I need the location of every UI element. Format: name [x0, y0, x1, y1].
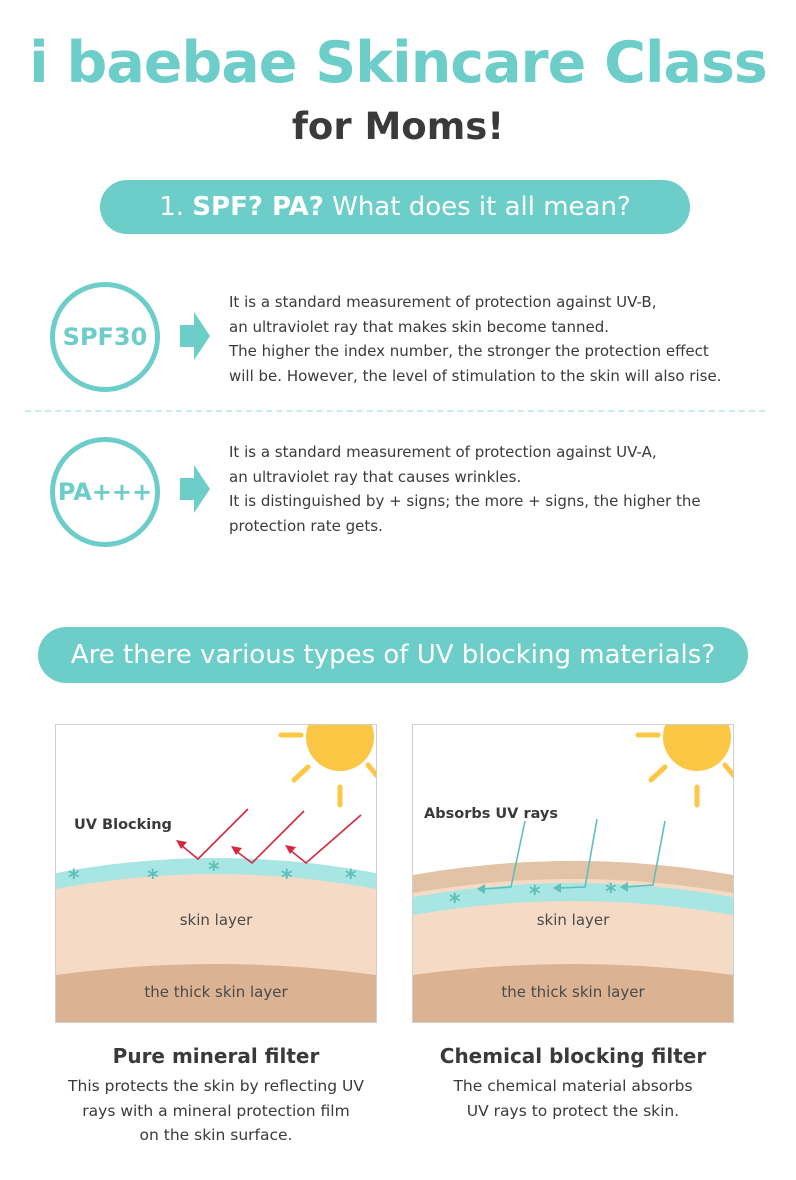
pa-badge: PA+++: [50, 437, 160, 547]
chemical-filter-title: Chemical blocking filter: [439, 1044, 707, 1068]
svg-text:*: *: [147, 866, 159, 891]
spf-line: will be. However, the level of stimulati…: [229, 366, 722, 385]
absorbing-particle-icon: * * *: [449, 880, 617, 915]
mineral-filter-description: This protects the skin by reflecting UV …: [55, 1074, 377, 1148]
spf-line: an ultraviolet ray that makes skin becom…: [229, 317, 609, 336]
chemical-desc-line: The chemical material absorbs: [453, 1077, 693, 1095]
svg-text:*: *: [345, 866, 357, 891]
mineral-filter-title: Pure mineral filter: [112, 1044, 320, 1068]
spf-badge: SPF30: [50, 282, 160, 392]
spf-line: It is a standard measurement of protecti…: [229, 293, 657, 311]
thick-skin-layer-label: the thick skin layer: [501, 983, 645, 1001]
skin-layer-label: skin layer: [180, 911, 253, 929]
reflected-ray-icon: [180, 808, 362, 865]
svg-text:*: *: [605, 880, 617, 905]
pa-description: It is a standard measurement of protecti…: [229, 440, 701, 538]
svg-text:*: *: [208, 858, 220, 883]
pa-line: It is a standard measurement of protecti…: [229, 443, 657, 461]
pa-line: It is distinguished by + signs; the more…: [229, 492, 701, 510]
skin-layer-label: skin layer: [537, 911, 610, 929]
pa-line: an ultraviolet ray that causes wrinkles.: [229, 467, 522, 486]
svg-text:*: *: [529, 882, 541, 907]
spf-description: It is a standard measurement of protecti…: [229, 290, 721, 388]
chemical-filter-diagram: * * * Absorbs UV rays skin layer the thi…: [412, 724, 734, 1023]
mineral-desc-line: rays with a mineral protection film: [82, 1101, 350, 1120]
spf-line: The higher the index number, the stronge…: [229, 342, 709, 360]
mineral-particle-icon: * * * * *: [68, 858, 357, 891]
mineral-filter-diagram: * * * * * UV Blocking skin layer the thi…: [55, 724, 377, 1023]
sun-icon: [635, 725, 733, 808]
svg-text:*: *: [281, 866, 293, 891]
uv-blocking-label: UV Blocking: [74, 817, 172, 833]
mineral-desc-line: on the skin surface.: [139, 1126, 293, 1144]
section1-banner: 1. SPF? PA? What does it all mean?: [100, 180, 690, 234]
section1-highlight: SPF? PA?: [192, 192, 324, 222]
absorbed-ray-icon: [482, 818, 666, 890]
thick-skin-layer-label: the thick skin layer: [144, 983, 288, 1001]
chemical-filter-description: The chemical material absorbs UV rays to…: [412, 1074, 734, 1123]
pa-line: protection rate gets.: [229, 516, 383, 535]
svg-text:*: *: [68, 866, 80, 891]
absorbs-uv-label: Absorbs UV rays: [424, 806, 558, 822]
section1-number: 1.: [159, 192, 185, 222]
chemical-desc-line: UV rays to protect the skin.: [466, 1101, 680, 1120]
arrow-right-icon: [180, 312, 210, 360]
svg-text:*: *: [449, 890, 461, 915]
dashed-divider: [25, 410, 765, 412]
section1-rest: What does it all mean?: [332, 192, 631, 222]
section2-banner: Are there various types of UV blocking m…: [38, 627, 748, 683]
arrow-right-icon: [180, 465, 210, 513]
page-subtitle: for Moms!: [291, 105, 505, 148]
page-title: i baebae Skincare Class: [29, 30, 768, 96]
mineral-desc-line: This protects the skin by reflecting UV: [68, 1077, 364, 1095]
sun-icon: [278, 725, 376, 808]
